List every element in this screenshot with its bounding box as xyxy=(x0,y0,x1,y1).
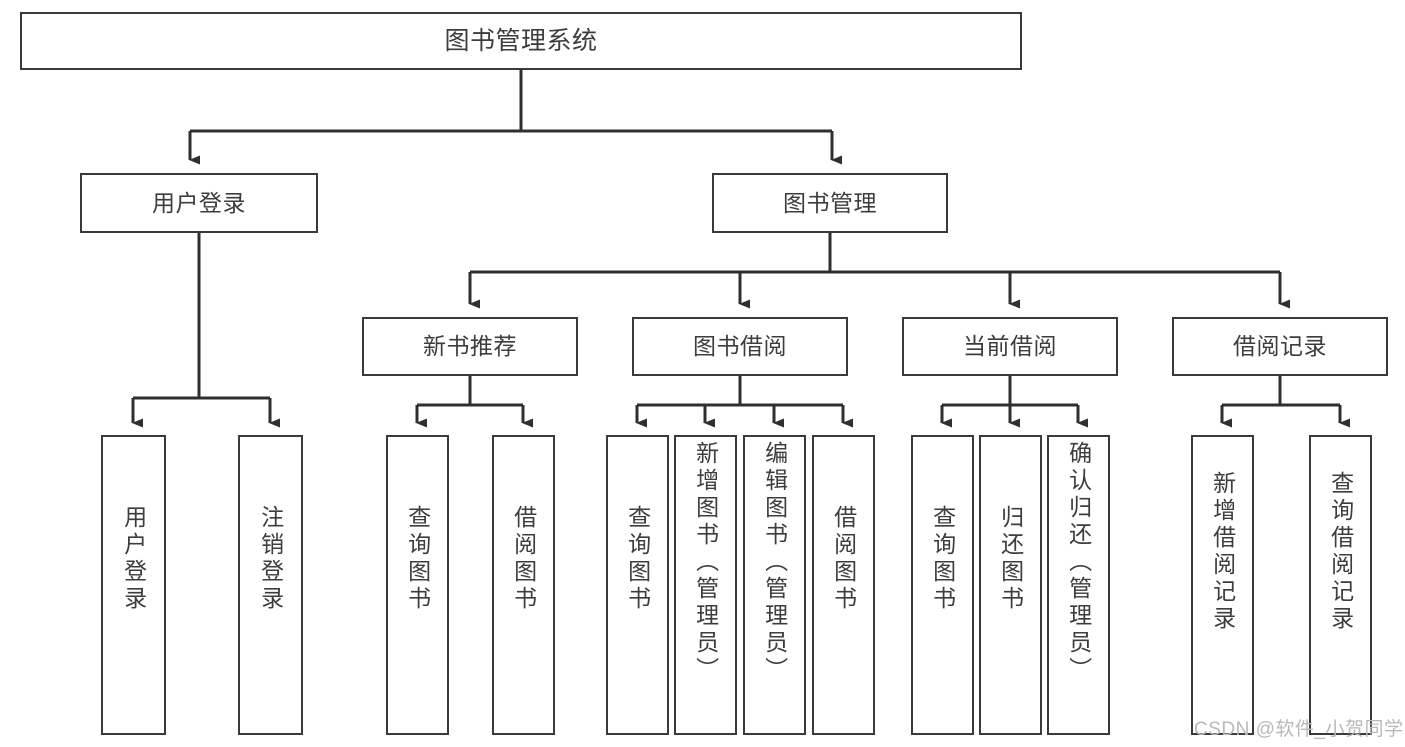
node-label: 用户登录 xyxy=(152,189,246,216)
leaf-edit-book-admin[interactable]: 编辑图书（管理员） xyxy=(743,435,806,735)
node-borrow-record[interactable]: 借阅记录 xyxy=(1172,317,1388,376)
node-label: 新增图书（管理员） xyxy=(692,441,719,684)
csdn-watermark: CSDN @软件_小贺同学 xyxy=(1194,719,1404,740)
node-label: 新增借阅记录 xyxy=(1209,471,1236,633)
node-user-login[interactable]: 用户登录 xyxy=(80,173,318,233)
node-label: 新书推荐 xyxy=(423,333,517,360)
node-label: 确认归还（管理员） xyxy=(1065,441,1092,684)
leaf-query-book-3[interactable]: 查询图书 xyxy=(911,435,974,735)
leaf-query-book-2[interactable]: 查询图书 xyxy=(606,435,669,735)
leaf-user-login[interactable]: 用户登录 xyxy=(101,435,166,735)
node-label: 编辑图书（管理员） xyxy=(761,441,788,684)
node-label: 借阅记录 xyxy=(1233,333,1327,360)
leaf-query-borrow-record[interactable]: 查询借阅记录 xyxy=(1309,435,1372,735)
node-root-book-management-system[interactable]: 图书管理系统 xyxy=(20,12,1022,70)
leaf-user-logout[interactable]: 注销登录 xyxy=(238,435,303,735)
leaf-borrow-book-1[interactable]: 借阅图书 xyxy=(492,435,555,735)
node-label: 查询图书 xyxy=(929,505,956,613)
node-current-borrow[interactable]: 当前借阅 xyxy=(902,317,1118,376)
node-label: 图书管理 xyxy=(783,189,877,216)
node-label: 查询借阅记录 xyxy=(1327,471,1354,633)
node-new-book-recommend[interactable]: 新书推荐 xyxy=(362,317,578,376)
leaf-confirm-return-admin[interactable]: 确认归还（管理员） xyxy=(1047,435,1110,735)
leaf-query-book-1[interactable]: 查询图书 xyxy=(386,435,449,735)
leaf-add-borrow-record[interactable]: 新增借阅记录 xyxy=(1191,435,1254,735)
node-label: 注销登录 xyxy=(257,505,284,613)
node-label: 图书管理系统 xyxy=(444,26,598,55)
leaf-return-book[interactable]: 归还图书 xyxy=(979,435,1042,735)
node-book-management[interactable]: 图书管理 xyxy=(712,173,948,233)
node-label: 当前借阅 xyxy=(963,333,1057,360)
node-label: 借阅图书 xyxy=(830,505,857,613)
node-label: 归还图书 xyxy=(997,505,1024,613)
leaf-borrow-book-2[interactable]: 借阅图书 xyxy=(812,435,875,735)
node-label: 借阅图书 xyxy=(510,505,537,613)
node-label: 查询图书 xyxy=(624,505,651,613)
node-label: 查询图书 xyxy=(404,505,431,613)
node-label: 用户登录 xyxy=(120,505,147,613)
node-book-borrow[interactable]: 图书借阅 xyxy=(632,317,848,376)
leaf-add-book-admin[interactable]: 新增图书（管理员） xyxy=(674,435,737,735)
node-label: 图书借阅 xyxy=(693,333,787,360)
